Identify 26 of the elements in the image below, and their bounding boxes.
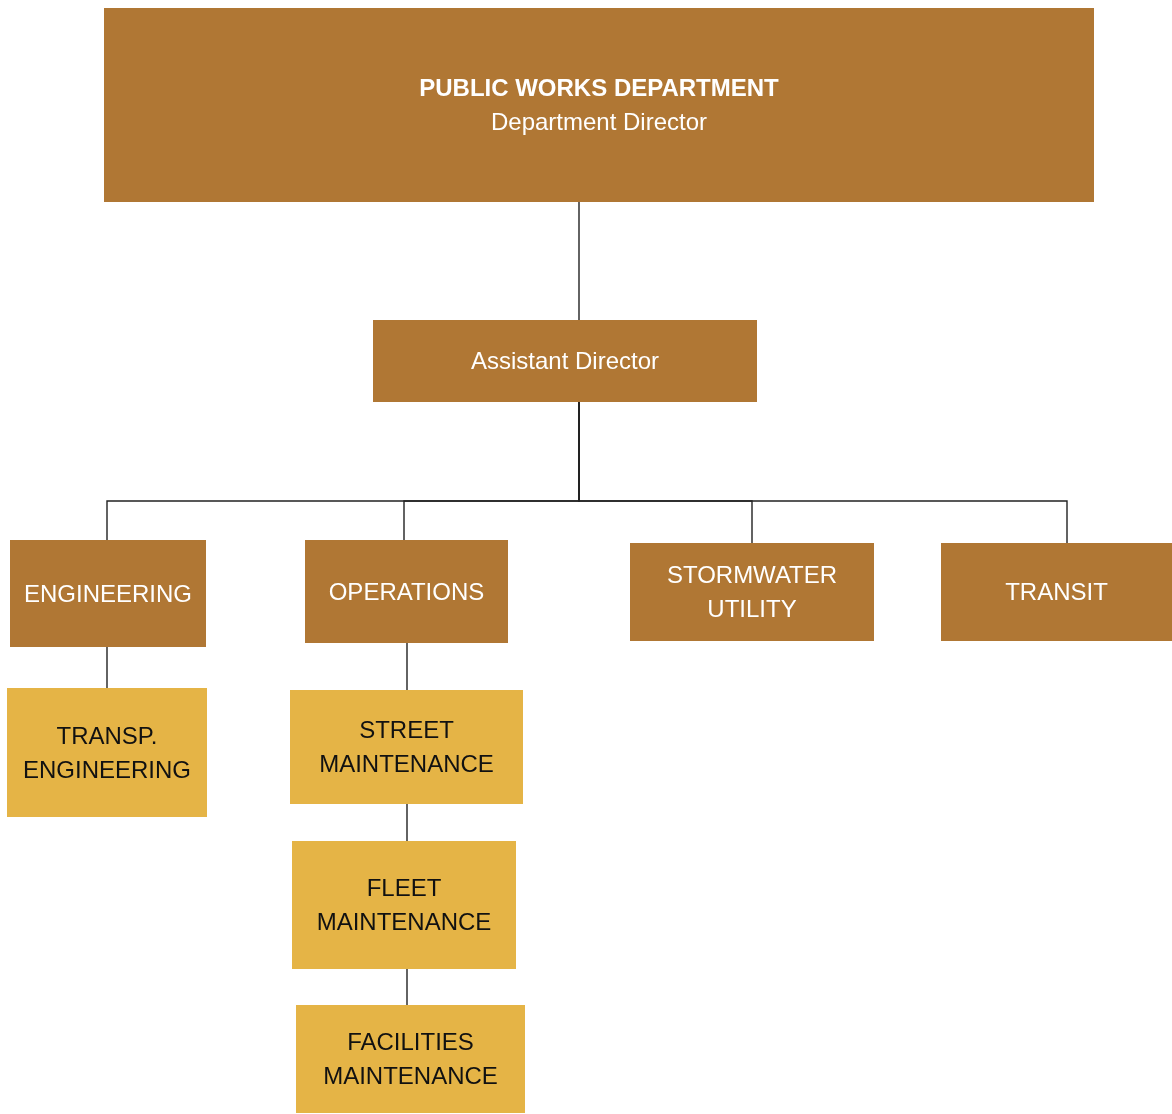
connector-line [406, 803, 408, 842]
org-box [373, 320, 757, 402]
box-label: OPERATIONS [328, 576, 485, 607]
department-box [104, 8, 1094, 202]
org-box [941, 543, 1172, 641]
box-label: TRANSP. ENGINEERING [22, 720, 192, 785]
org-box [7, 688, 207, 817]
org-box [10, 540, 206, 647]
connector-line [406, 642, 408, 691]
connector-line [578, 201, 580, 321]
org-box [292, 841, 516, 969]
box-label: FLEET MAINTENANCE [315, 873, 493, 937]
org-box [305, 540, 508, 643]
box-label: TRANSIT [1005, 577, 1108, 608]
org-box [296, 1005, 525, 1113]
box-label: FACILITIES MAINTENANCE [322, 1027, 499, 1091]
box-label: STORMWATER UTILITY [665, 560, 839, 624]
box-heading: PUBLIC WORKS DEPARTMENT [419, 73, 779, 104]
box-label: ENGINEERING [24, 578, 192, 609]
org-box [290, 690, 523, 804]
org-box [630, 543, 874, 641]
box-subtitle: Department Director [490, 107, 708, 137]
connector-line [406, 968, 408, 1006]
box-label: STREET MAINTENANCE [318, 715, 495, 779]
box-label: Assistant Director [470, 346, 660, 377]
connector-line [106, 646, 108, 689]
